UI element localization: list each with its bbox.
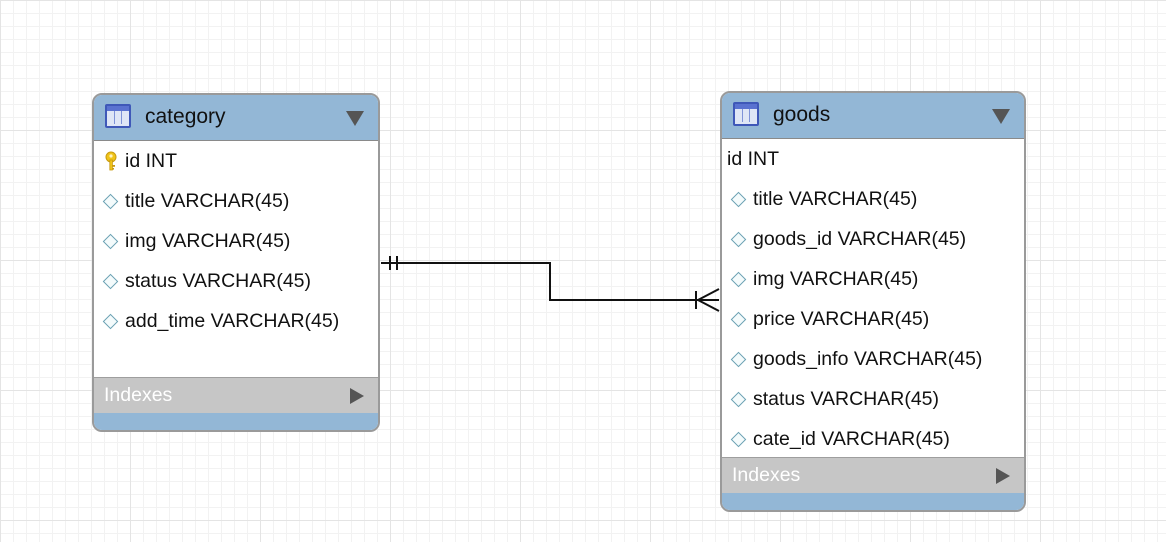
column-label: title VARCHAR(45): [753, 188, 918, 210]
table-icon: [105, 104, 131, 128]
column-label: cate_id VARCHAR(45): [753, 428, 950, 450]
column-label: status VARCHAR(45): [125, 270, 312, 292]
goods-columns: id INT title VARCHAR(45) goods_id VARCHA…: [722, 139, 1024, 459]
column-row[interactable]: status VARCHAR(45): [722, 379, 1024, 419]
category-table-header[interactable]: category: [94, 95, 378, 141]
column-label: id INT: [125, 150, 178, 172]
category-columns: id INT title VARCHAR(45) img VARCHAR(45)…: [94, 141, 378, 341]
column-row[interactable]: img VARCHAR(45): [722, 259, 1024, 299]
table-footer: [722, 493, 1024, 510]
indexes-bar[interactable]: Indexes: [722, 457, 1024, 495]
column-label: goods_id VARCHAR(45): [753, 228, 967, 250]
goods-table-title: goods: [773, 103, 831, 126]
table-icon: [733, 102, 759, 126]
column-row[interactable]: title VARCHAR(45): [94, 181, 378, 221]
column-label: title VARCHAR(45): [125, 190, 290, 212]
column-row[interactable]: cate_id VARCHAR(45): [722, 419, 1024, 459]
expand-arrow-icon[interactable]: [996, 468, 1010, 484]
column-row[interactable]: price VARCHAR(45): [722, 299, 1024, 339]
dropdown-arrow-icon[interactable]: [346, 111, 364, 126]
dropdown-arrow-icon[interactable]: [992, 109, 1010, 124]
column-label: img VARCHAR(45): [753, 268, 919, 290]
column-label: img VARCHAR(45): [125, 230, 291, 252]
column-row[interactable]: goods_id VARCHAR(45): [722, 219, 1024, 259]
column-label: status VARCHAR(45): [753, 388, 940, 410]
column-row[interactable]: status VARCHAR(45): [94, 261, 378, 301]
column-row[interactable]: img VARCHAR(45): [94, 221, 378, 261]
column-row[interactable]: id INT: [722, 139, 1024, 179]
category-table-title: category: [145, 105, 226, 128]
column-row[interactable]: goods_info VARCHAR(45): [722, 339, 1024, 379]
column-label: id INT: [727, 148, 780, 170]
goods-table-header[interactable]: goods: [722, 93, 1024, 139]
relationship-connector[interactable]: [381, 262, 719, 301]
indexes-label: Indexes: [732, 464, 801, 486]
expand-arrow-icon[interactable]: [350, 388, 364, 404]
crows-foot-mark: [697, 288, 720, 301]
column-row[interactable]: add_time VARCHAR(45): [94, 301, 378, 341]
table-footer: [94, 413, 378, 430]
column-row[interactable]: id INT: [94, 141, 378, 181]
column-label: price VARCHAR(45): [753, 308, 930, 330]
goods-table[interactable]: goods id INT title VARCHAR(45) goods_id …: [720, 91, 1026, 512]
column-label: goods_info VARCHAR(45): [753, 348, 983, 370]
primary-key-icon: [105, 151, 117, 171]
column-row[interactable]: title VARCHAR(45): [722, 179, 1024, 219]
category-table[interactable]: category id INT title VARCHAR(45) img VA…: [92, 93, 380, 432]
column-label: add_time VARCHAR(45): [125, 310, 340, 332]
indexes-bar[interactable]: Indexes: [94, 377, 378, 415]
indexes-label: Indexes: [104, 384, 173, 406]
crows-foot-mark: [697, 299, 720, 312]
